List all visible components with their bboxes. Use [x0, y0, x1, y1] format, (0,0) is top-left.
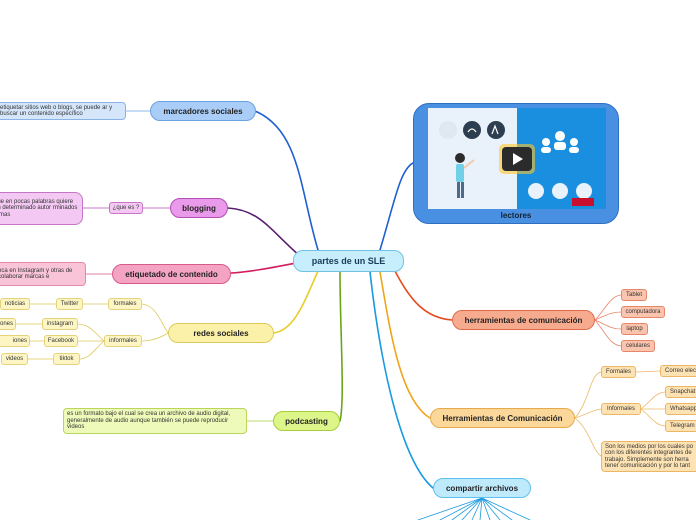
herramientas2-correo[interactable]: Correo elec: [660, 365, 696, 377]
topic-podcasting[interactable]: podcasting: [273, 411, 340, 431]
topic-marcadores-sociales[interactable]: marcadores sociales: [150, 101, 256, 121]
link-herramientas2: [379, 271, 431, 419]
lectores-label: lectores: [500, 211, 532, 220]
link-compartir: [369, 271, 434, 489]
redes-twitter[interactable]: Twitter: [56, 298, 83, 310]
people-icon: [541, 131, 579, 153]
podcasting-description[interactable]: es un formato bajo el cual se crea un ar…: [63, 408, 247, 434]
topic-blogging[interactable]: blogging: [170, 198, 228, 218]
redes-videos[interactable]: videos: [1, 353, 28, 365]
play-icon: [499, 144, 535, 174]
link-podcasting: [339, 271, 344, 422]
link-marcadores: [254, 110, 319, 251]
herramientas-item-computadora[interactable]: computadora: [621, 306, 665, 318]
link-lectores: [379, 162, 414, 251]
topic-herramientas-de-comunicacion[interactable]: herramientas de comunicación: [452, 310, 595, 330]
topic-herramientas-de-comunicacion-2[interactable]: Herramientas de Comunicación: [430, 408, 575, 428]
redes-informales[interactable]: informales: [104, 335, 142, 347]
redes-facebook[interactable]: Facebook: [44, 335, 78, 347]
herramientas-item-laptop[interactable]: laptop: [621, 323, 648, 335]
redes-tiktok[interactable]: tiktok: [53, 353, 80, 365]
woman-figure: [455, 153, 475, 198]
lectores-illustration: [428, 108, 606, 209]
topic-etiquetado-de-contenido[interactable]: etiquetado de contenido: [112, 264, 231, 284]
icon-row: [439, 121, 505, 139]
herramientas-item-celulares[interactable]: celulares: [621, 340, 655, 352]
bottom-icons: [528, 183, 592, 199]
redes-formales[interactable]: formales: [108, 298, 142, 310]
blogging-question[interactable]: ¿que es ?: [109, 202, 143, 214]
herramientas2-informales[interactable]: Informales: [601, 403, 641, 415]
blogging-description[interactable]: que en pocas palabras quiere un determin…: [0, 192, 83, 225]
herramientas2-whatsapp[interactable]: Whatsapp: [665, 403, 696, 415]
redes-left-item-2[interactable]: iones: [0, 335, 30, 347]
herramientas2-description[interactable]: Son los medios por los cuales po con los…: [601, 441, 696, 472]
herramientas2-snapchat[interactable]: Snapchat: [665, 386, 696, 398]
topic-compartir-archivos[interactable]: compartir archivos: [433, 478, 531, 498]
herramientas2-formales[interactable]: Formales: [601, 366, 636, 378]
link-blogging: [227, 207, 301, 257]
link-redes: [273, 270, 319, 334]
herramientas-item-tablet[interactable]: Tablet: [621, 289, 647, 301]
redes-left-item-1[interactable]: ones: [0, 318, 16, 330]
link-herramientas1: [394, 270, 453, 321]
link-etiquetado: [230, 262, 297, 274]
redes-noticias[interactable]: noticias: [0, 298, 30, 310]
redes-instagram[interactable]: instagram: [42, 318, 78, 330]
etiquetado-description[interactable]: nca en Instagram y otras de colaborar ma…: [0, 262, 86, 286]
central-topic[interactable]: partes de un SLE: [293, 250, 404, 272]
topic-lectores[interactable]: lectores: [413, 103, 619, 224]
marcadores-description[interactable]: etiquetar sitios web o blogs, se puede a…: [0, 102, 126, 120]
herramientas2-telegram[interactable]: Telegram: [665, 420, 696, 432]
topic-redes-sociales[interactable]: redes sociales: [168, 323, 274, 343]
